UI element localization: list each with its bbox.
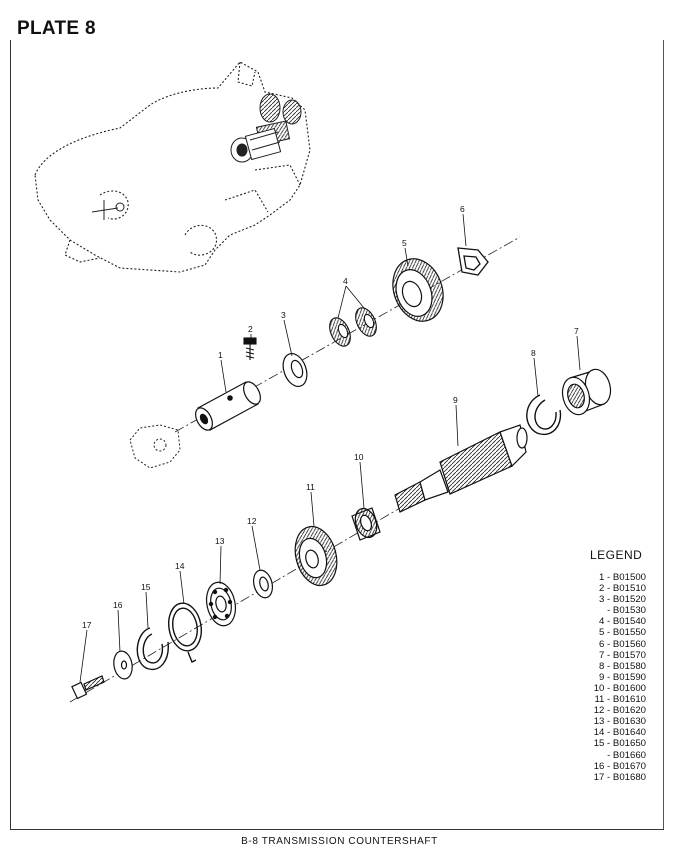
- callout-labels: 1 2 3 4 5 6 7 8 9 10 11 12 13 14 15 16 1…: [82, 204, 579, 630]
- legend-item: 6 - B01560: [599, 638, 646, 650]
- part-2-screw: [243, 337, 257, 360]
- callout-1: 1: [218, 350, 223, 360]
- frame-right-border: [663, 40, 664, 830]
- callout-6: 6: [460, 204, 465, 214]
- part-16-washer: [113, 650, 133, 680]
- legend-item: 9 - B01590: [599, 671, 646, 683]
- callout-12: 12: [247, 516, 257, 526]
- part-15-snap-ring: [136, 627, 169, 671]
- legend-title: LEGEND: [590, 548, 643, 562]
- legend-item: 12 - B01620: [593, 705, 646, 717]
- legend-item: 16 - B01670: [593, 760, 646, 772]
- callout-2: 2: [248, 324, 253, 334]
- legend-item: 17 - B01680: [593, 771, 646, 783]
- transmission-housing-outline: [34, 61, 311, 273]
- frame-left-border: [10, 40, 11, 830]
- legend-item: - B01530: [607, 605, 646, 617]
- legend-item: 1 - B01500: [599, 572, 646, 583]
- part-14-retainer-ring: [168, 602, 202, 663]
- callout-leaders: [79, 213, 581, 683]
- housing-shaft-detail: [91, 200, 125, 220]
- legend-item: - B01660: [607, 749, 646, 761]
- legend-item: 13 - B01630: [593, 716, 646, 728]
- callout-3: 3: [281, 310, 286, 320]
- legend-item: 7 - B01570: [599, 649, 646, 661]
- legend-item: 5 - B01550: [599, 627, 646, 639]
- part-11-gear: [294, 525, 338, 587]
- legend-item: 4 - B01540: [599, 616, 646, 628]
- callout-9: 9: [453, 395, 458, 405]
- part-10-needle-bearing: [351, 507, 381, 541]
- part-6-shim-washer: [457, 247, 489, 276]
- part-7-roller-bearing: [561, 368, 612, 416]
- callout-4: 4: [343, 276, 348, 286]
- legend-item: 8 - B01580: [599, 660, 646, 672]
- legend-item: 14 - B01640: [593, 727, 646, 739]
- callout-10: 10: [354, 452, 364, 462]
- part-8-circlip: [526, 394, 562, 436]
- legend-item: 11 - B01610: [594, 694, 646, 706]
- callout-15: 15: [141, 582, 151, 592]
- figure-caption: B-8 TRANSMISSION COUNTERSHAFT: [241, 836, 438, 847]
- part-4-needle-bearings: [329, 307, 377, 347]
- legend-item: 2 - B01510: [599, 583, 646, 595]
- part-1-sleeve: [195, 381, 261, 431]
- frame-bottom-border: [10, 829, 664, 830]
- callout-7: 7: [574, 326, 579, 336]
- callout-13: 13: [215, 536, 225, 546]
- part-5-gear: [392, 258, 444, 322]
- callout-16: 16: [113, 600, 123, 610]
- legend-item: 15 - B01650: [593, 738, 646, 750]
- housing-countershaft-gears: [230, 93, 302, 163]
- part-12-washer: [252, 569, 274, 599]
- part-3-thrust-washer: [282, 352, 308, 388]
- part-13-ball-bearing: [205, 581, 237, 627]
- callout-5: 5: [402, 238, 407, 248]
- callout-17: 17: [82, 620, 92, 630]
- legend-item: 10 - B01600: [593, 682, 646, 694]
- part-17-bolt: [71, 675, 105, 700]
- plate-title: PLATE 8: [17, 18, 96, 39]
- callout-14: 14: [175, 561, 185, 571]
- legend-item: 3 - B01520: [599, 594, 646, 606]
- callout-8: 8: [531, 348, 536, 358]
- part-9-countershaft: [394, 424, 528, 513]
- housing-bracket-fragment: [129, 424, 181, 469]
- callout-11: 11: [306, 482, 315, 492]
